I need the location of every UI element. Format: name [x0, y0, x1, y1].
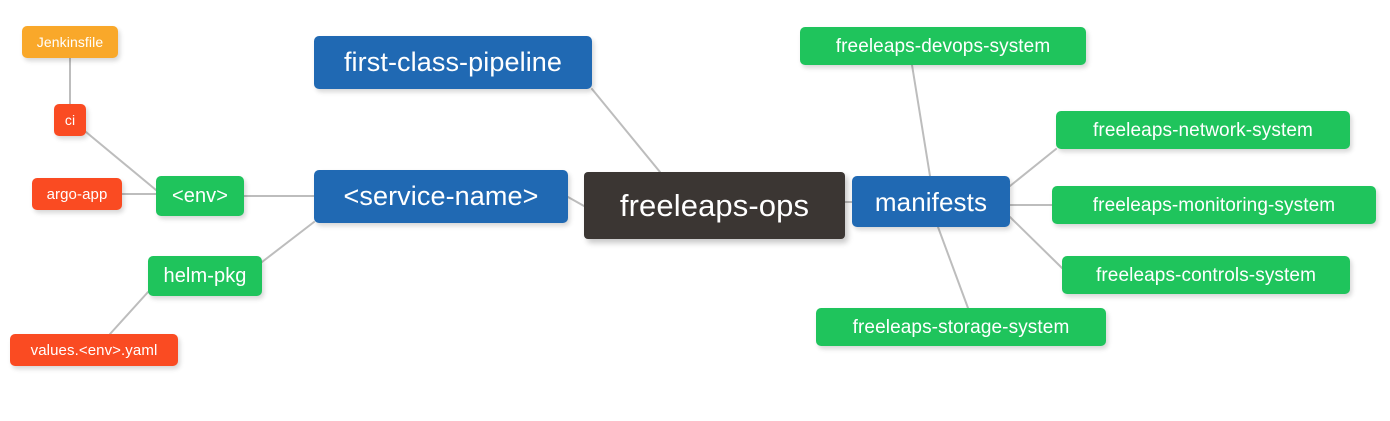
mindmap-node-label-jenkinsfile: Jenkinsfile [36, 34, 104, 50]
edge-manifests-storage [937, 226, 969, 309]
mindmap-node-label-freeleaps-storage-system: freeleaps-storage-system [852, 316, 1070, 338]
mindmap-node-label-first-class-pipeline: first-class-pipeline [343, 47, 563, 77]
mindmap-node-jenkinsfile[interactable]: Jenkinsfile [22, 26, 118, 58]
mindmap-node-service-name[interactable]: <service-name> [314, 170, 568, 223]
mindmap-node-manifests[interactable]: manifests [852, 176, 1010, 227]
mindmap-node-label-helm-pkg: helm-pkg [163, 265, 247, 287]
mindmap-node-helm-pkg[interactable]: helm-pkg [148, 256, 262, 296]
mindmap-node-label-values-yaml: values.<env>.yaml [30, 341, 158, 359]
mindmap-node-ci[interactable]: ci [54, 104, 86, 136]
mindmap-node-freeleaps-monitoring-system[interactable]: freeleaps-monitoring-system [1052, 186, 1376, 224]
mindmap-node-freeleaps-controls-system[interactable]: freeleaps-controls-system [1062, 256, 1350, 294]
mindmap-node-freeleaps-network-system[interactable]: freeleaps-network-system [1056, 111, 1350, 149]
edge-manifests-devops [911, 64, 931, 177]
edge-ops-service [567, 196, 585, 207]
mindmap-node-freeleaps-devops-system[interactable]: freeleaps-devops-system [800, 27, 1086, 65]
mindmap-node-label-freeleaps-monitoring-system: freeleaps-monitoring-system [1092, 194, 1336, 216]
edge-manifests-controls [1009, 216, 1063, 269]
mindmap-node-label-env: <env> [171, 185, 229, 207]
mindmap-node-label-manifests: manifests [874, 186, 988, 217]
mindmap-node-freeleaps-storage-system[interactable]: freeleaps-storage-system [816, 308, 1106, 346]
mindmap-node-label-ci: ci [64, 112, 76, 128]
mindmap-node-env[interactable]: <env> [156, 176, 244, 216]
mindmap-node-label-freeleaps-network-system: freeleaps-network-system [1093, 119, 1313, 141]
mindmap-node-freeleaps-ops[interactable]: freeleaps-ops [584, 172, 845, 239]
edge-ops-pipeline [591, 88, 661, 179]
edge-service-helm [261, 221, 315, 263]
mindmap-node-label-freeleaps-devops-system: freeleaps-devops-system [835, 35, 1051, 57]
edge-manifests-network [1009, 148, 1057, 187]
mindmap-node-label-argo-app: argo-app [46, 185, 108, 203]
mindmap-node-values-yaml[interactable]: values.<env>.yaml [10, 334, 178, 366]
mindmap-node-first-class-pipeline[interactable]: first-class-pipeline [314, 36, 592, 89]
mindmap-node-label-service-name: <service-name> [343, 181, 539, 211]
mindmap-node-label-freeleaps-ops: freeleaps-ops [619, 188, 810, 223]
mindmap-node-label-freeleaps-controls-system: freeleaps-controls-system [1095, 264, 1317, 286]
edge-helm-values [109, 291, 149, 335]
mindmap-node-argo-app[interactable]: argo-app [32, 178, 122, 210]
